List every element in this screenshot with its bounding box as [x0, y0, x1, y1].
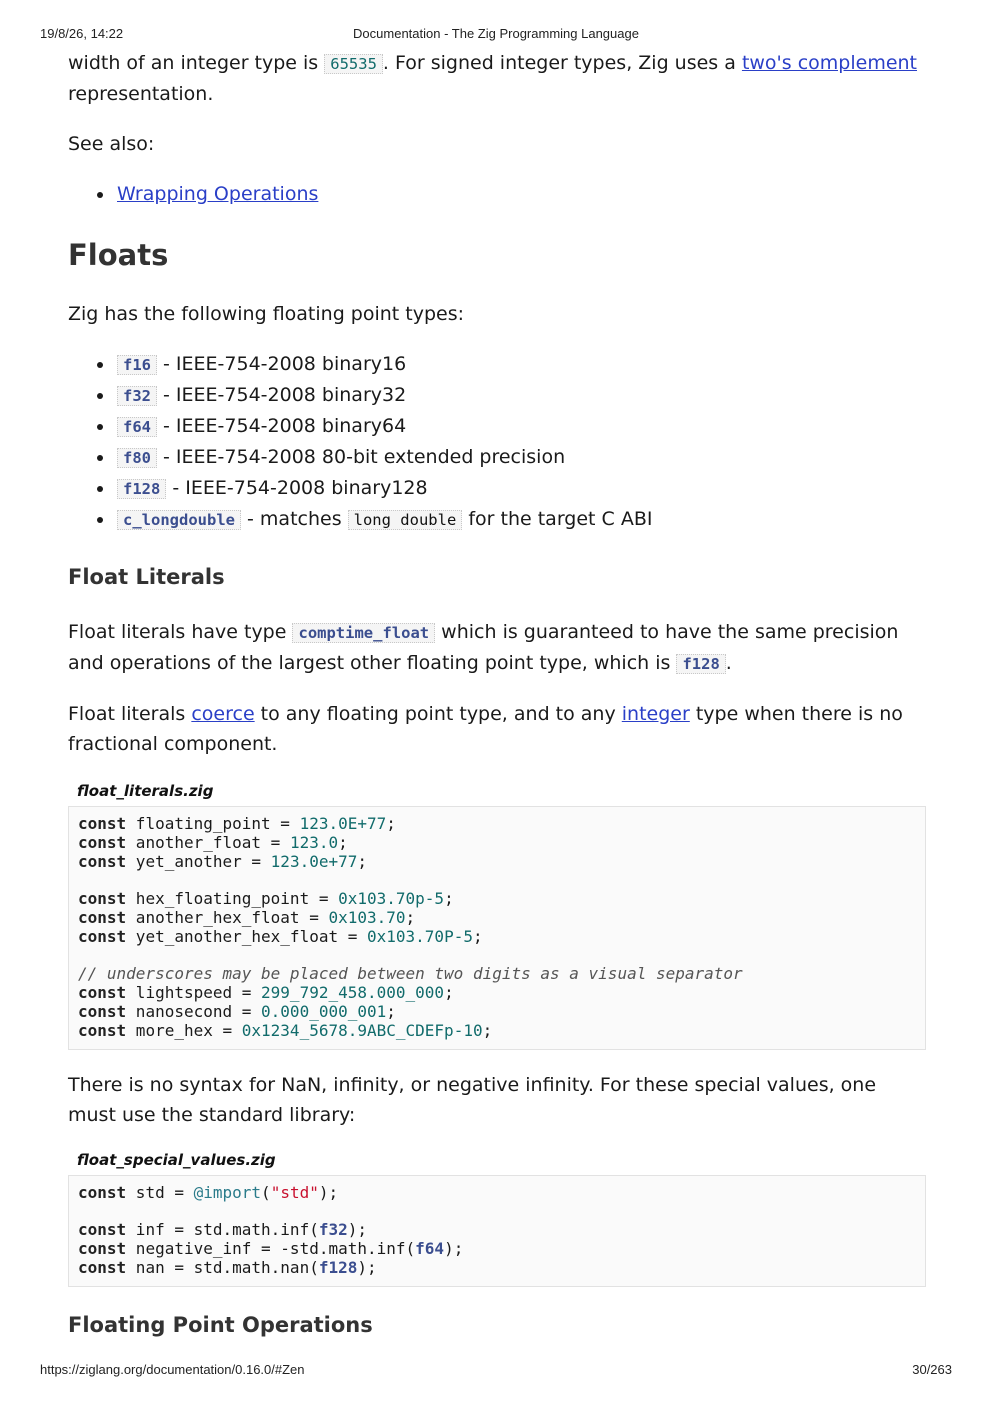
- code-line: const std = @import("std");: [78, 1182, 339, 1202]
- print-page-number: 30/263: [912, 1362, 952, 1377]
- code-line: const hex_floating_point = 0x103.70p-5;: [78, 889, 454, 909]
- code-line: const nanosecond = 0.000_000_001;: [78, 1001, 396, 1021]
- code-block-float-special-values: const std = @import("std"); const inf = …: [68, 1174, 926, 1287]
- special-values-paragraph: There is no syntax for NaN, infinity, or…: [68, 1073, 877, 1126]
- code-line: const nan = std.math.nan(f128);: [78, 1257, 377, 1277]
- wrapping-operations-link[interactable]: Wrapping Operations: [117, 183, 319, 205]
- list-item: f128 - IEEE-754-2008 binary128: [97, 473, 926, 504]
- type-c-longdouble-code: c_longdouble: [117, 510, 241, 530]
- comptime-float-code: comptime_float: [292, 623, 436, 643]
- code-line: const yet_another_hex_float = 0x103.70P-…: [78, 926, 483, 946]
- type-f128-code: f128: [117, 479, 167, 499]
- see-also-label: See also:: [68, 133, 155, 155]
- see-also-list: Wrapping Operations: [68, 179, 926, 209]
- float-special-values-example: float_special_values.zig const std = @im…: [68, 1150, 926, 1287]
- float-literals-example: float_literals.zig const floating_point …: [68, 781, 926, 1050]
- float-types-list: f16 - IEEE-754-2008 binary16 f32 - IEEE-…: [68, 349, 926, 535]
- code-comment: // underscores may be placed between two…: [78, 964, 743, 984]
- print-title: Documentation - The Zig Programming Lang…: [353, 26, 639, 41]
- list-item: c_longdouble - matches long double for t…: [97, 504, 926, 535]
- float-literals-paragraph-1: Float literals have type comptime_float …: [68, 621, 899, 674]
- code-line: const another_hex_float = 0x103.70;: [78, 907, 416, 927]
- print-footer: https://ziglang.org/documentation/0.16.0…: [40, 1362, 952, 1380]
- code-line: const inf = std.math.inf(f32);: [78, 1220, 367, 1240]
- code-line: const floating_point = 123.0E+77;: [78, 814, 396, 833]
- list-item: f16 - IEEE-754-2008 binary16: [97, 349, 926, 380]
- type-f16-code: f16: [117, 355, 157, 375]
- float-literals-heading: Float Literals: [68, 565, 225, 589]
- list-item: Wrapping Operations: [97, 179, 926, 209]
- list-item: f64 - IEEE-754-2008 binary64: [97, 411, 926, 442]
- type-f32-code: f32: [117, 386, 157, 406]
- floating-point-operations-heading: Floating Point Operations: [68, 1312, 373, 1337]
- long-double-code: long double: [347, 510, 463, 530]
- code-line: const another_float = 123.0;: [78, 832, 348, 852]
- list-item: f32 - IEEE-754-2008 binary32: [97, 380, 926, 411]
- code-line: const lightspeed = 299_792_458.000_000;: [78, 983, 454, 1003]
- coerce-link[interactable]: coerce: [191, 703, 255, 725]
- code-line: const more_hex = 0x1234_5678.9ABC_CDEFp-…: [78, 1020, 493, 1040]
- code-block-float-literals: const floating_point = 123.0E+77; const …: [68, 806, 926, 1050]
- doc-content: width of an integer type is 65535. For s…: [68, 48, 926, 1339]
- integer-width-paragraph: width of an integer type is 65535. For s…: [68, 52, 918, 105]
- file-caption: float_special_values.zig: [77, 1150, 276, 1169]
- type-f80-code: f80: [117, 448, 157, 468]
- print-header: 19/8/26, 14:22 Documentation - The Zig P…: [40, 26, 952, 44]
- twos-complement-link[interactable]: two's complement: [741, 52, 918, 74]
- inline-code-65535: 65535: [324, 54, 383, 74]
- float-literals-paragraph-2: Float literals coerce to any floating po…: [68, 703, 903, 755]
- code-line: const negative_inf = -std.math.inf(f64);: [78, 1238, 464, 1258]
- list-item: f80 - IEEE-754-2008 80-bit extended prec…: [97, 442, 926, 473]
- type-f64-code: f64: [117, 417, 157, 437]
- print-datetime: 19/8/26, 14:22: [40, 26, 124, 41]
- f128-inline-code: f128: [676, 654, 726, 674]
- code-line: const yet_another = 123.0e+77;: [78, 851, 368, 871]
- integer-link[interactable]: integer: [621, 703, 690, 725]
- floats-heading: Floats: [68, 238, 169, 272]
- print-url: https://ziglang.org/documentation/0.16.0…: [40, 1362, 305, 1377]
- file-caption: float_literals.zig: [77, 782, 214, 800]
- floats-intro: Zig has the following floating point typ…: [68, 303, 465, 325]
